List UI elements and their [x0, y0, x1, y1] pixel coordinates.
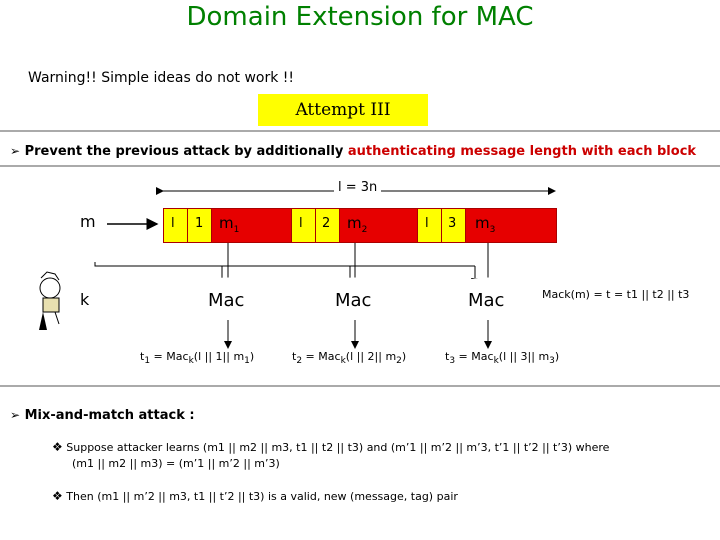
block2-m: m2 [347, 214, 368, 235]
block3-m: m3 [475, 214, 496, 235]
tag-3: t3 = Mack(l || 3|| m3) [445, 350, 560, 367]
k-label: k [80, 290, 90, 309]
mac-label-3: Mac [468, 290, 505, 311]
block2-idx: 2 [322, 216, 331, 231]
warning-text: Warning!! Simple ideas do not work !! [28, 70, 295, 86]
diamond-bullet-icon: ❖ [52, 440, 63, 454]
key-line [94, 262, 475, 267]
bullet-mix-text: Mix-and-match attack : [24, 408, 195, 423]
mac-label-1: Mac [208, 290, 245, 311]
sub-bullet-1-line1: Suppose attacker learns (m1 || m2 || m3,… [66, 441, 610, 454]
block1-l: l [171, 216, 175, 231]
page-title: Domain Extension for MAC [186, 2, 534, 32]
bullet-prevent-text: Prevent the previous attack by additiona… [24, 144, 348, 159]
block2-m-cell [339, 208, 419, 243]
block3-l-cell [417, 208, 443, 243]
sub-bullet-2-text: Then (m1 || m’2 || m3, t1 || t’2 || t3) … [66, 490, 458, 503]
arrow-bullet-icon: ➢ [10, 408, 21, 422]
mac-label-2: Mac [335, 290, 372, 311]
block1-idx-cell [187, 208, 213, 243]
block1-idx: 1 [195, 216, 204, 231]
block2-l: l [299, 216, 303, 231]
length-label: l = 3n [334, 180, 382, 195]
tag-1: t1 = Mack(l || 1|| m1) [140, 350, 255, 367]
sub-bullet-1-line2: (m1 || m2 || m3) = (m’1 || m’2 || m’3) [72, 457, 280, 470]
bullet-prevent: ➢ Prevent the previous attack by additio… [10, 144, 696, 159]
bullet-prevent-highlight: authenticating message length with each … [347, 144, 697, 159]
arrow-bullet-icon: ➢ [10, 144, 21, 158]
divider-bottom [0, 385, 720, 387]
block3-idx: 3 [448, 216, 457, 231]
person-icon [39, 271, 61, 330]
sub-bullet-2: ❖ Then (m1 || m’2 || m3, t1 || t’2 || t3… [52, 489, 458, 503]
final-tag: Mack(m) = t = t1 || t2 || t3 [542, 288, 690, 301]
divider-top [0, 130, 720, 132]
block1-m: m1 [219, 214, 240, 235]
block3-m-cell [465, 208, 557, 243]
divider-mid [0, 165, 720, 167]
tag-2: t2 = Mack(l || 2|| m2) [292, 350, 407, 367]
diamond-bullet-icon: ❖ [52, 489, 63, 503]
block2-l-cell [291, 208, 317, 243]
m-label: m [80, 212, 96, 231]
block3-l: l [425, 216, 429, 231]
sub-bullet-1: ❖ Suppose attacker learns (m1 || m2 || m… [52, 440, 609, 454]
bullet-mix: ➢ Mix-and-match attack : [10, 408, 195, 423]
block1-l-cell [163, 208, 189, 243]
attempt-badge: Attempt III [258, 94, 428, 126]
block1-m-cell [211, 208, 293, 243]
